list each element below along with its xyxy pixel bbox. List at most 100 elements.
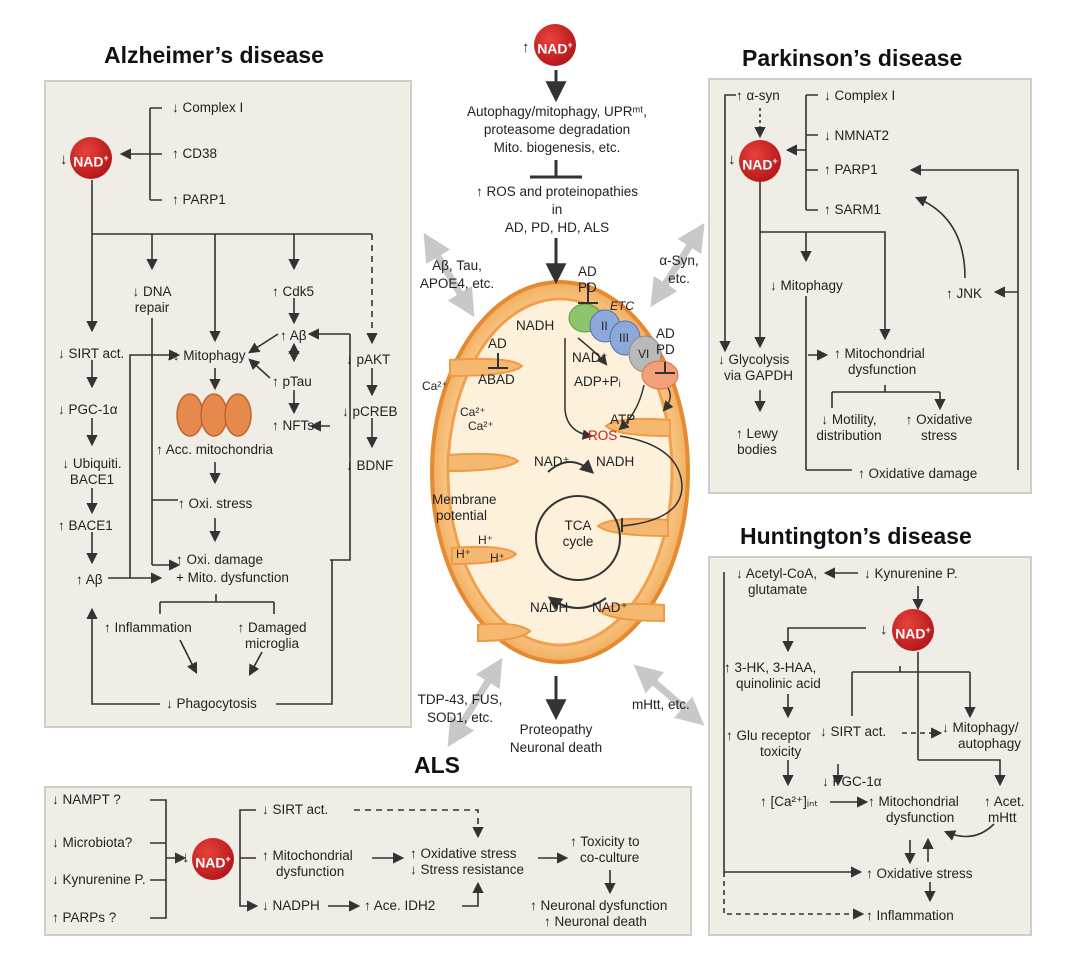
center-text-3: Mito. biogenesis, etc.	[493, 140, 621, 155]
als-ox-2: ↓ Stress resistance	[410, 862, 525, 877]
hd-acet-1: ↑ Acet.	[984, 794, 1025, 809]
mito-pd-top: PD	[578, 280, 597, 295]
pd-lewy-1: ↑ Lewy	[735, 426, 779, 441]
als-neu-1: ↑ Neuronal dysfunction	[530, 898, 668, 913]
als-tox-2: co-culture	[580, 850, 640, 865]
pd-mitophagy: ↓ Mitophagy	[770, 278, 843, 293]
ad-pcreb: ↓ pCREB	[342, 404, 398, 419]
center-text-1: Autophagy/mitophagy, UPRᵐᵗ,	[466, 104, 648, 119]
mito-h-2: H⁺	[456, 547, 471, 561]
nad-sup: +	[925, 625, 931, 635]
link-als-2: SOD1, etc.	[426, 710, 494, 725]
hd-hk-2: quinolinic acid	[736, 676, 821, 691]
hd-glu-2: toxicity	[760, 744, 802, 759]
nad-label: NAD	[195, 854, 226, 871]
als-mito-1: ↑ Mitochondrial	[262, 848, 353, 863]
grey-link-arrows	[423, 222, 705, 748]
pd-nmnat2: ↓ NMNAT2	[824, 128, 890, 143]
ad-parp1: ↑ PARP1	[172, 192, 226, 207]
als-tox-1: ↑ Toxicity to	[570, 834, 640, 849]
link-pd-1: α-Syn,	[659, 253, 699, 268]
center-outcome-1: Proteopathy	[519, 722, 593, 737]
ad-sirt: ↓ SIRT act.	[58, 346, 125, 361]
hd-mitodys-1: ↑ Mitochondrial	[868, 794, 959, 809]
als-nad-badge: NAD+	[192, 838, 234, 880]
mito-ca-in-1: Ca²⁺	[460, 405, 486, 419]
hd-oxstress: ↑ Oxidative stress	[866, 866, 973, 881]
pd-motility-2: distribution	[816, 428, 882, 443]
hd-mitoph-1: ↓ Mitophagy/	[942, 720, 1019, 735]
center-ros-2: in	[551, 202, 563, 217]
mito-ca-out: Ca²⁺	[422, 379, 448, 393]
hd-hk-1: ↑ 3-HK, 3-HAA,	[724, 660, 817, 675]
pd-nad-badge: NAD+	[739, 140, 781, 182]
pd-glyco-1: ↓ Glycolysis	[718, 352, 790, 367]
pd-sarm1: ↑ SARM1	[824, 202, 882, 217]
center-outcome-2: Neuronal death	[509, 740, 603, 755]
mito-ad-right: AD	[656, 326, 675, 341]
als-micro: ↓ Microbiota?	[52, 835, 133, 850]
nad-label: NAD	[895, 625, 926, 642]
mito-nadh-bottom: NADH	[530, 600, 569, 615]
pd-mitodys-1: ↑ Mitochondrial	[834, 346, 925, 361]
als-ox-1: ↑ Oxidative stress	[410, 846, 517, 861]
mito-abad: ABAD	[478, 372, 515, 387]
center-ros-3: AD, PD, HD, ALS	[504, 220, 610, 235]
link-hd: mHtt, etc.	[632, 697, 690, 712]
ad-pakt: ↓ pAKT	[346, 352, 391, 367]
mito-iii: III	[619, 331, 630, 345]
link-pd-2: etc.	[668, 271, 690, 286]
mito-membrane-1: Membrane	[432, 492, 497, 507]
ad-ubiq-1: ↓ Ubiquiti.	[62, 456, 122, 471]
ad-ptau: ↑ pTau	[272, 374, 312, 389]
mito-ad-left: AD	[488, 336, 507, 351]
ad-oxi-damage: ↑ Oxi. damage	[176, 552, 264, 567]
ad-abeta-2: ↑ Aβ	[76, 572, 103, 587]
als-idh2: ↑ Ace. IDH2	[364, 898, 436, 913]
nad-sup: +	[567, 40, 573, 50]
mito-cycle-nadh: NADH	[596, 454, 635, 469]
link-ad-1: Aβ, Tau,	[432, 258, 482, 273]
nad-label: NAD	[742, 156, 773, 173]
hd-kyn: ↓ Kynurenine P.	[864, 566, 958, 581]
mito-membrane-2: potential	[436, 508, 488, 523]
hd-nad-badge: NAD+	[892, 609, 934, 651]
pd-complex1: ↓ Complex I	[824, 88, 896, 103]
hd-acet-2: mHtt	[988, 810, 1017, 825]
mito-cycle-nad: NAD⁺	[534, 454, 570, 469]
pd-oxdamage: ↑ Oxidative damage	[858, 466, 978, 481]
nad-sup: +	[772, 156, 778, 166]
nad-label: NAD	[537, 40, 568, 57]
als-nampt: ↓ NAMPT ?	[52, 792, 121, 807]
mito-adp: ADP+Pᵢ	[574, 374, 621, 389]
ad-damaged-2: microglia	[244, 636, 299, 651]
hd-sirt: ↓ SIRT act.	[820, 724, 887, 739]
mito-nad-plus: NAD⁺	[572, 350, 608, 365]
ad-nad-badge: NAD+	[70, 137, 112, 179]
ad-mitophagy: ↓↓ Mitophagy	[166, 348, 246, 363]
als-nadph: ↓ NADPH	[262, 898, 320, 913]
mito-ros: ROS	[588, 428, 618, 443]
hd-mitoph-2: autophagy	[958, 736, 1022, 751]
pd-glyco-2: via GAPDH	[724, 368, 794, 383]
ad-complex1: ↓ Complex I	[172, 100, 244, 115]
mito-pd-right: PD	[656, 342, 675, 357]
ad-cd38: ↑ CD38	[172, 146, 218, 161]
pd-mitodys-2: dysfunction	[848, 362, 917, 377]
mitochondrion	[430, 280, 690, 664]
mito-tca-1: TCA	[564, 518, 592, 533]
ad-acc: ↑ Acc. mitochondria	[156, 442, 274, 457]
mito-h-1: H⁺	[478, 533, 493, 547]
ad-pgc: ↓ PGC-1α	[58, 402, 118, 417]
als-panel	[44, 786, 692, 936]
hd-title: Huntington’s disease	[740, 523, 972, 549]
pd-nad-down: ↓	[728, 151, 736, 168]
nad-sup: +	[103, 153, 109, 163]
ad-mito-dys: + Mito. dysfunction	[176, 570, 289, 585]
pd-asyn: ↑ α-syn	[736, 88, 780, 103]
als-kyn: ↓ Kynurenine P.	[52, 872, 146, 887]
link-ad-2: APOE4, etc.	[419, 276, 495, 291]
hd-mitodys-2: dysfunction	[886, 810, 955, 825]
mito-tca-2: cycle	[562, 534, 594, 549]
